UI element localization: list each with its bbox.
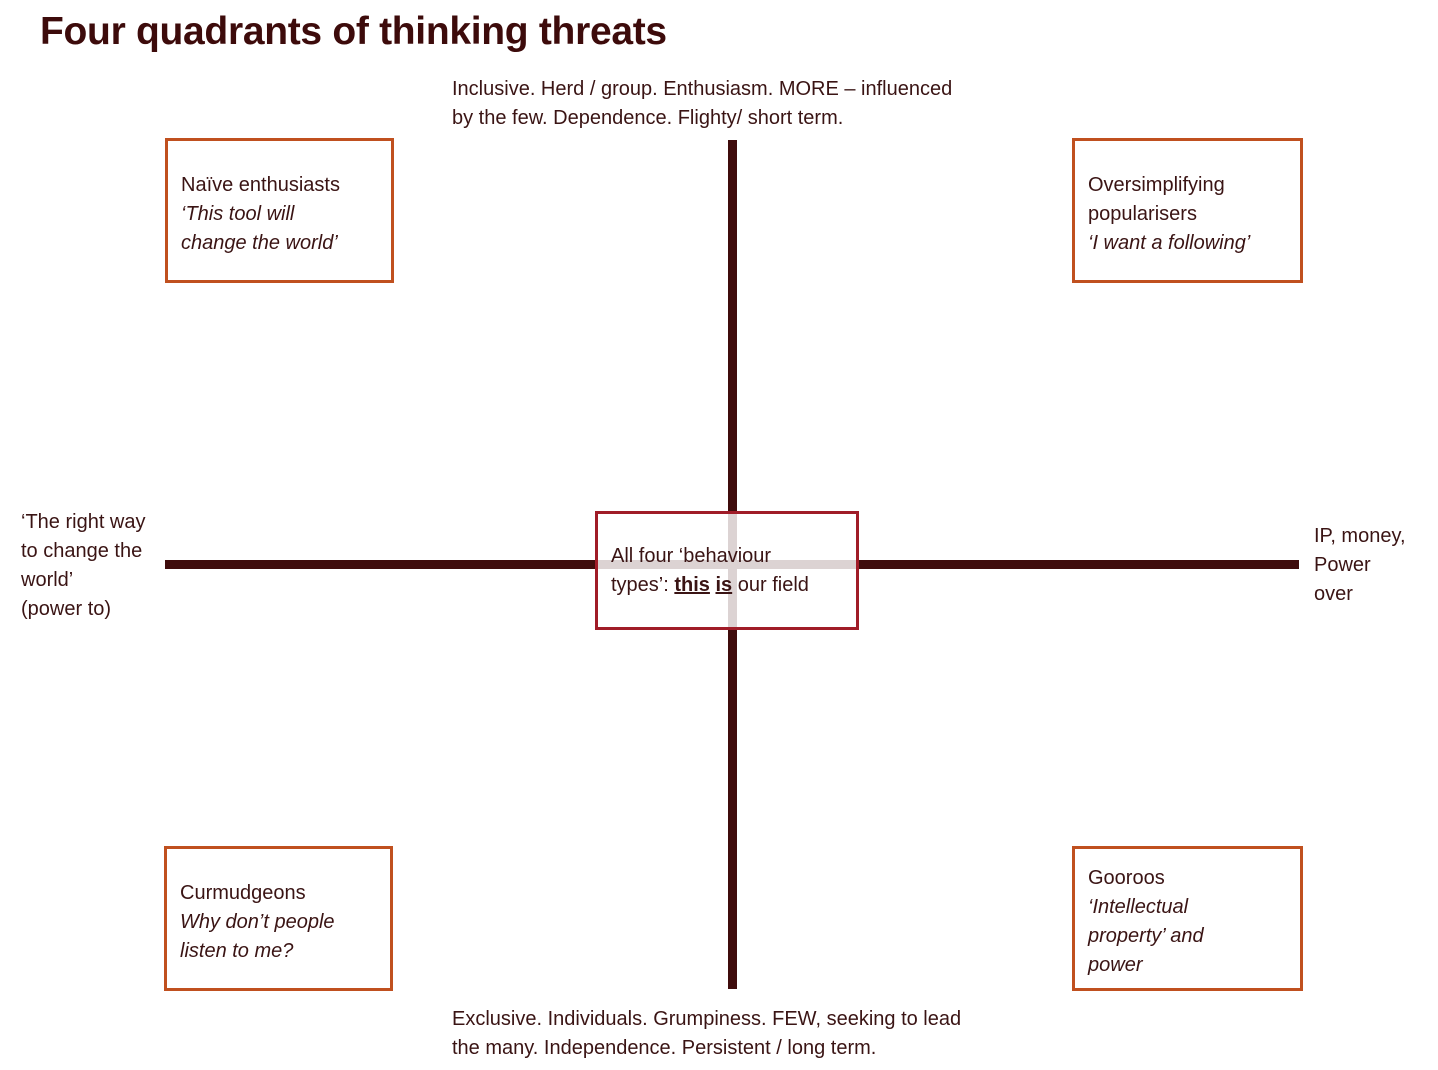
center-text-line: types’: this is our field	[611, 571, 844, 600]
quadrant-name: Curmudgeons	[180, 882, 306, 904]
quadrant-box-top-right: Oversimplifying popularisers ‘I want a f…	[1072, 138, 1303, 283]
quadrant-quote: listen to me?	[180, 940, 294, 962]
quadrant-name: Naïve enthusiasts	[181, 174, 340, 196]
axis-label-line: (power to)	[21, 598, 112, 620]
axis-label-line: Inclusive. Herd / group. Enthusiasm. MOR…	[452, 78, 953, 100]
quadrant-box-bottom-right: Gooroos ‘Intellectual property’ and powe…	[1072, 846, 1303, 991]
axis-label-line: Power	[1314, 554, 1371, 576]
quadrant-quote: property’ and	[1088, 925, 1204, 947]
quadrant-box-top-left: Naïve enthusiasts ‘This tool will change…	[165, 138, 394, 283]
quadrant-quote: ‘This tool will	[181, 203, 295, 225]
emphasis-is: is	[715, 574, 733, 596]
quadrant-quote: ‘I want a following’	[1088, 232, 1251, 254]
axis-label-line: to change the	[21, 540, 143, 562]
center-text-line: All four ‘behaviour	[611, 545, 772, 567]
axis-label-bottom: Exclusive. Individuals. Grumpiness. FEW,…	[452, 1005, 961, 1063]
quadrant-quote: power	[1088, 954, 1143, 976]
quadrant-quote: change the world’	[181, 232, 338, 254]
quadrant-quote: ‘Intellectual	[1088, 896, 1189, 918]
page-title: Four quadrants of thinking threats	[40, 10, 667, 53]
axis-label-left: ‘The right way to change the world’ (pow…	[21, 508, 146, 624]
center-box: All four ‘behaviour types’: this is our …	[595, 511, 859, 630]
quadrant-name: popularisers	[1088, 203, 1197, 225]
axis-label-line: ‘The right way	[21, 511, 146, 533]
quadrant-name: Gooroos	[1088, 867, 1165, 889]
axis-label-line: IP, money,	[1314, 525, 1406, 547]
axis-label-line: the many. Independence. Persistent / lon…	[452, 1037, 877, 1059]
emphasis-this: this	[674, 574, 710, 596]
axis-label-right: IP, money, Power over	[1314, 522, 1406, 609]
axis-label-line: Exclusive. Individuals. Grumpiness. FEW,…	[452, 1008, 962, 1030]
axis-label-top: Inclusive. Herd / group. Enthusiasm. MOR…	[452, 75, 952, 133]
quadrant-quote: Why don’t people	[180, 911, 335, 933]
quadrant-name: Oversimplifying	[1088, 174, 1225, 196]
quadrant-box-bottom-left: Curmudgeons Why don’t people listen to m…	[164, 846, 393, 991]
axis-label-line: by the few. Dependence. Flighty/ short t…	[452, 107, 844, 129]
center-text: types’:	[611, 574, 675, 596]
center-text: our field	[732, 574, 809, 596]
axis-label-line: world’	[21, 569, 74, 591]
axis-label-line: over	[1314, 583, 1353, 605]
